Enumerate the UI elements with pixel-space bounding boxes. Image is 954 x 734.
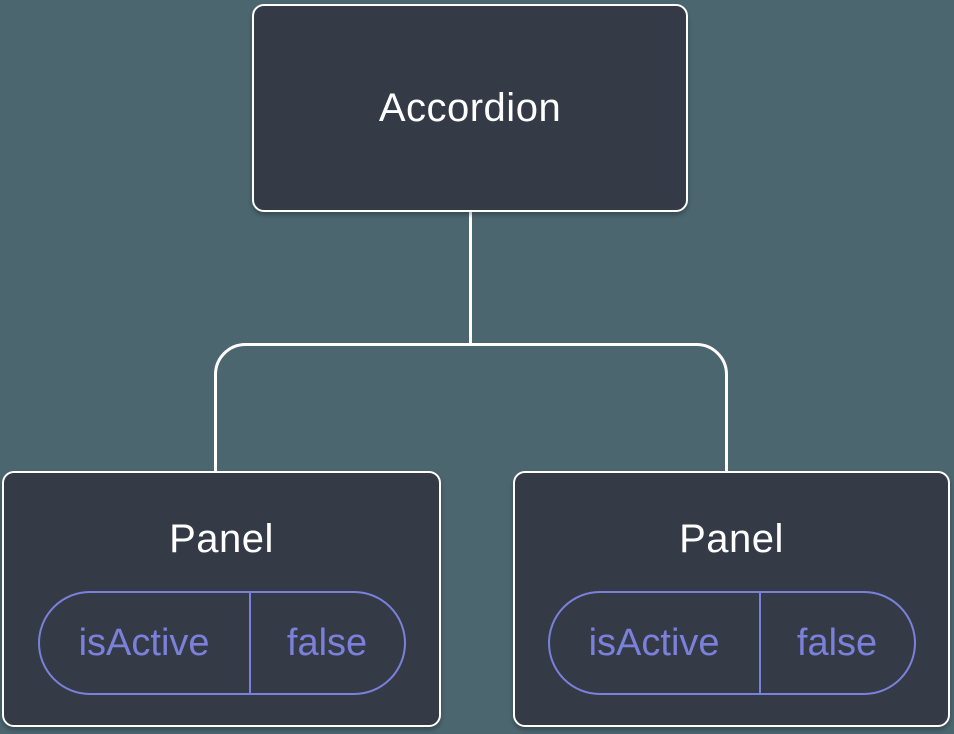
accordion-node-label: Accordion — [378, 85, 562, 130]
state-value-left: false — [286, 621, 368, 664]
state-pill-right: isActive false — [547, 591, 916, 695]
panel-node-right: Panel isActive false — [513, 471, 950, 727]
state-key-right: isActive — [550, 593, 761, 693]
panel-node-left: Panel isActive false — [2, 471, 441, 727]
state-key-left: isActive — [40, 593, 251, 693]
panel-node-left-label: Panel — [169, 517, 274, 561]
state-value-right: false — [796, 621, 878, 664]
panel-node-right-label: Panel — [679, 517, 784, 561]
state-pill-left: isActive false — [37, 591, 406, 695]
connector-bracket — [214, 343, 728, 471]
accordion-node: Accordion — [252, 4, 688, 212]
